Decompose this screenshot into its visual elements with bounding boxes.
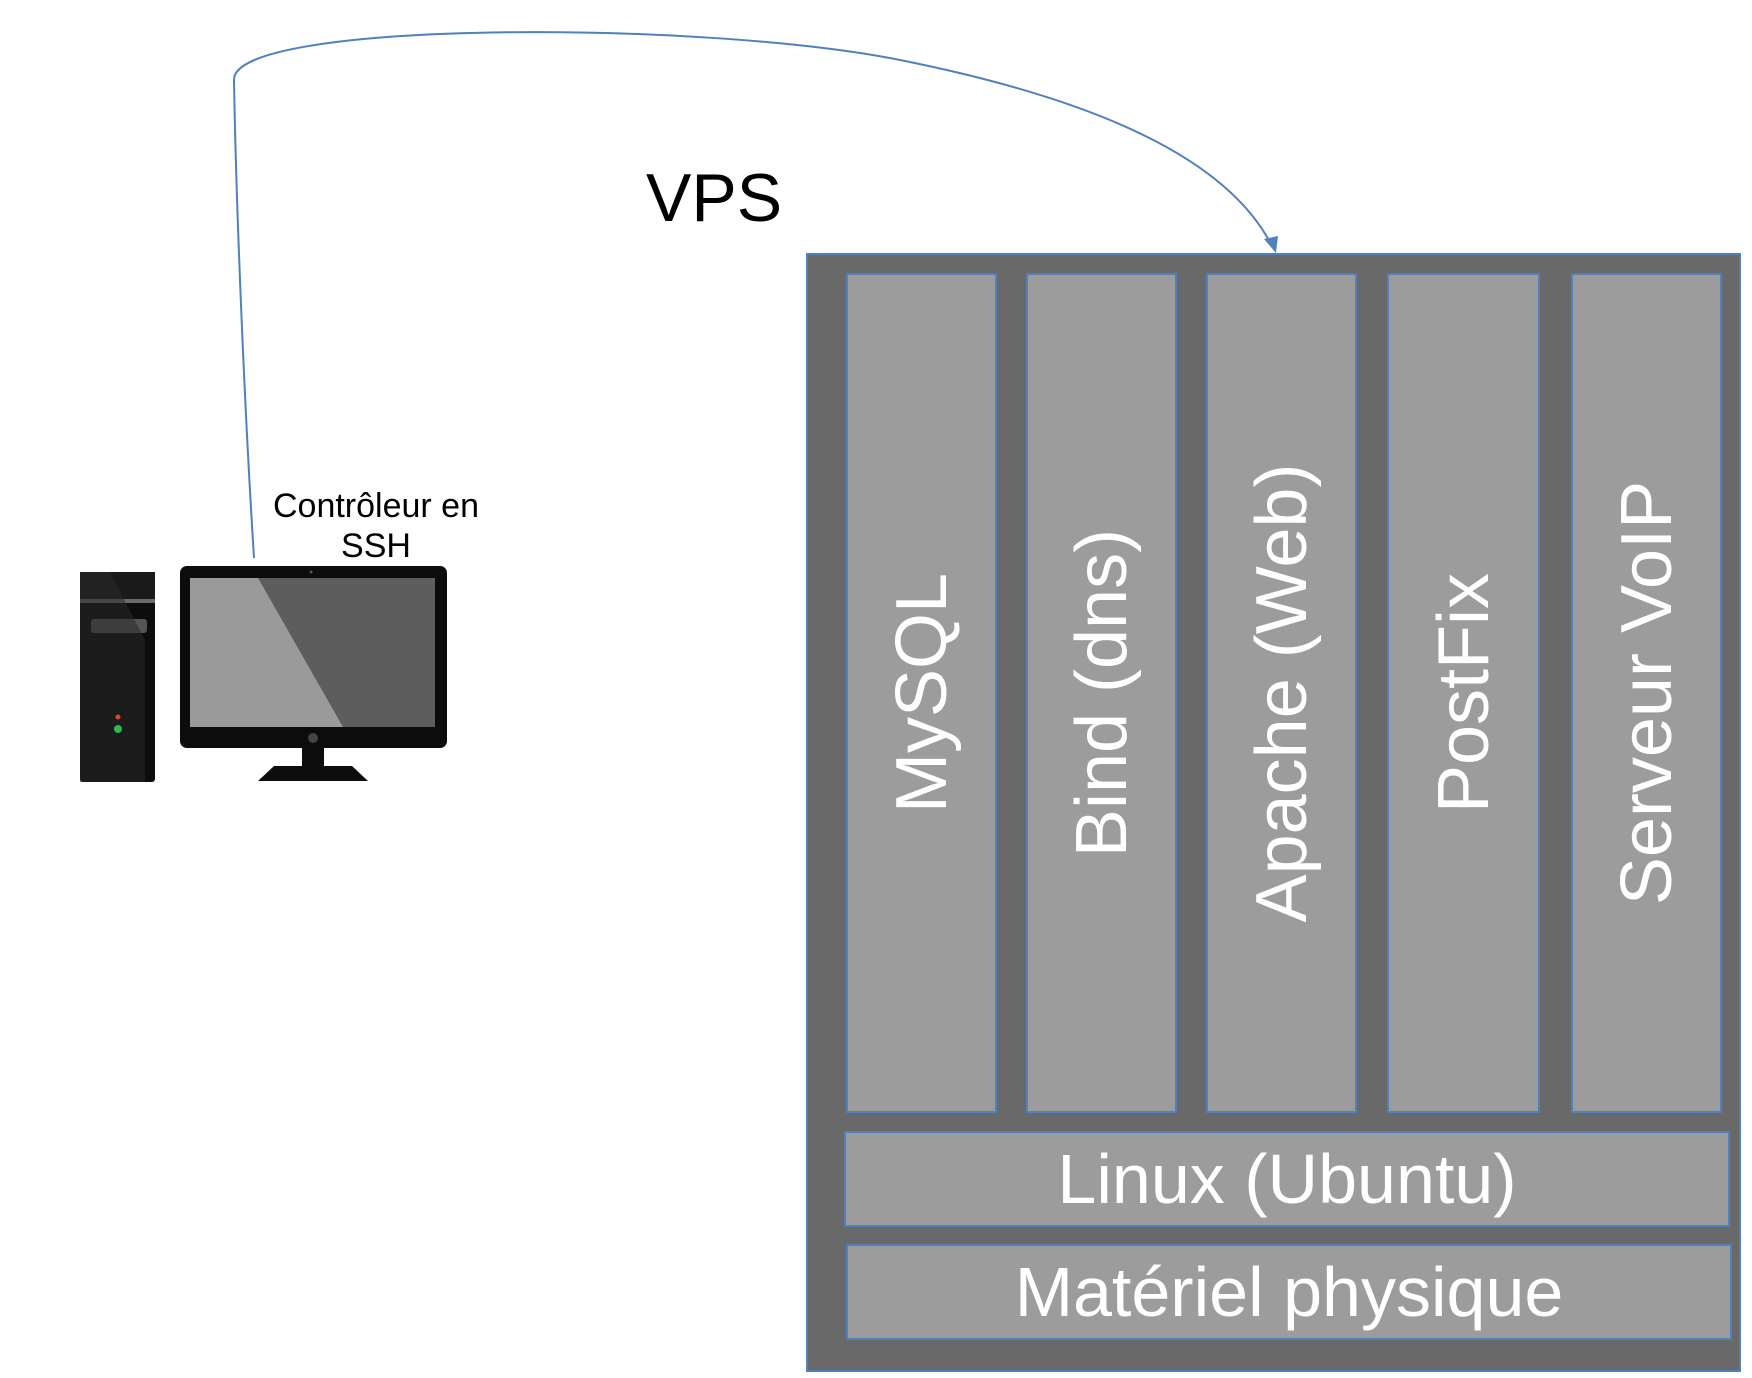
os-layer: Linux (Ubuntu): [844, 1131, 1730, 1227]
service-label: PostFix: [1423, 572, 1504, 814]
service-label: Bind (dns): [1061, 528, 1142, 858]
monitor-icon: [180, 566, 447, 781]
ssh-connector-line: [232, 31, 1274, 559]
computer-tower-icon: [80, 572, 155, 782]
vps-label: VPS: [646, 160, 783, 236]
service-label: Apache (Web): [1241, 463, 1322, 923]
hardware-layer: Matériel physique: [846, 1244, 1732, 1340]
service-voip: Serveur VoIP: [1571, 273, 1722, 1113]
service-label: MySQL: [881, 572, 962, 814]
service-postfix: PostFix: [1387, 273, 1540, 1113]
arrowhead-icon: [1264, 236, 1278, 253]
service-label: Serveur VoIP: [1606, 480, 1687, 906]
service-mysql: MySQL: [846, 273, 997, 1113]
service-bind: Bind (dns): [1026, 273, 1177, 1113]
service-apache: Apache (Web): [1206, 273, 1357, 1113]
controller-label: Contrôleur en SSH: [272, 487, 479, 565]
